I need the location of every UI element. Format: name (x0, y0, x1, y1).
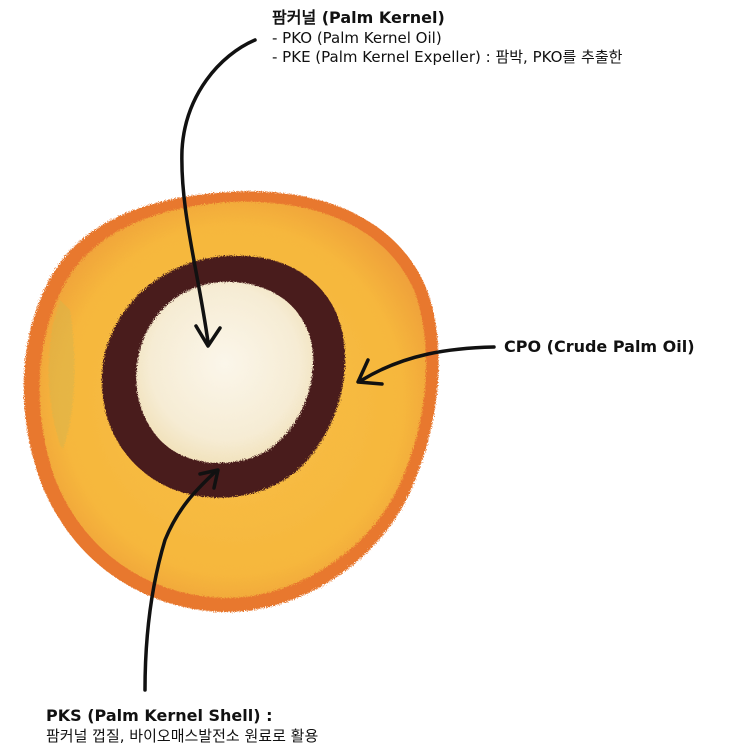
pks-label: PKS (Palm Kernel Shell) : 팜커널 껍질, 바이오매스발… (46, 706, 318, 746)
cpo-title: CPO (Crude Palm Oil) (504, 337, 695, 358)
kernel-line-pko: - PKO (Palm Kernel Oil) (272, 29, 622, 49)
pks-description: 팜커널 껍질, 바이오매스발전소 원료로 활용 (46, 727, 318, 747)
cpo-label: CPO (Crude Palm Oil) (504, 337, 695, 358)
pks-title: PKS (Palm Kernel Shell) : (46, 706, 318, 727)
kernel-title: 팜커널 (Palm Kernel) (272, 8, 622, 29)
palm-fruit-cross-section-icon (24, 191, 439, 612)
kernel-line-pke: - PKE (Palm Kernel Expeller) : 팜박, PKO를 … (272, 48, 622, 68)
kernel-label: 팜커널 (Palm Kernel) - PKO (Palm Kernel Oil… (272, 8, 622, 68)
